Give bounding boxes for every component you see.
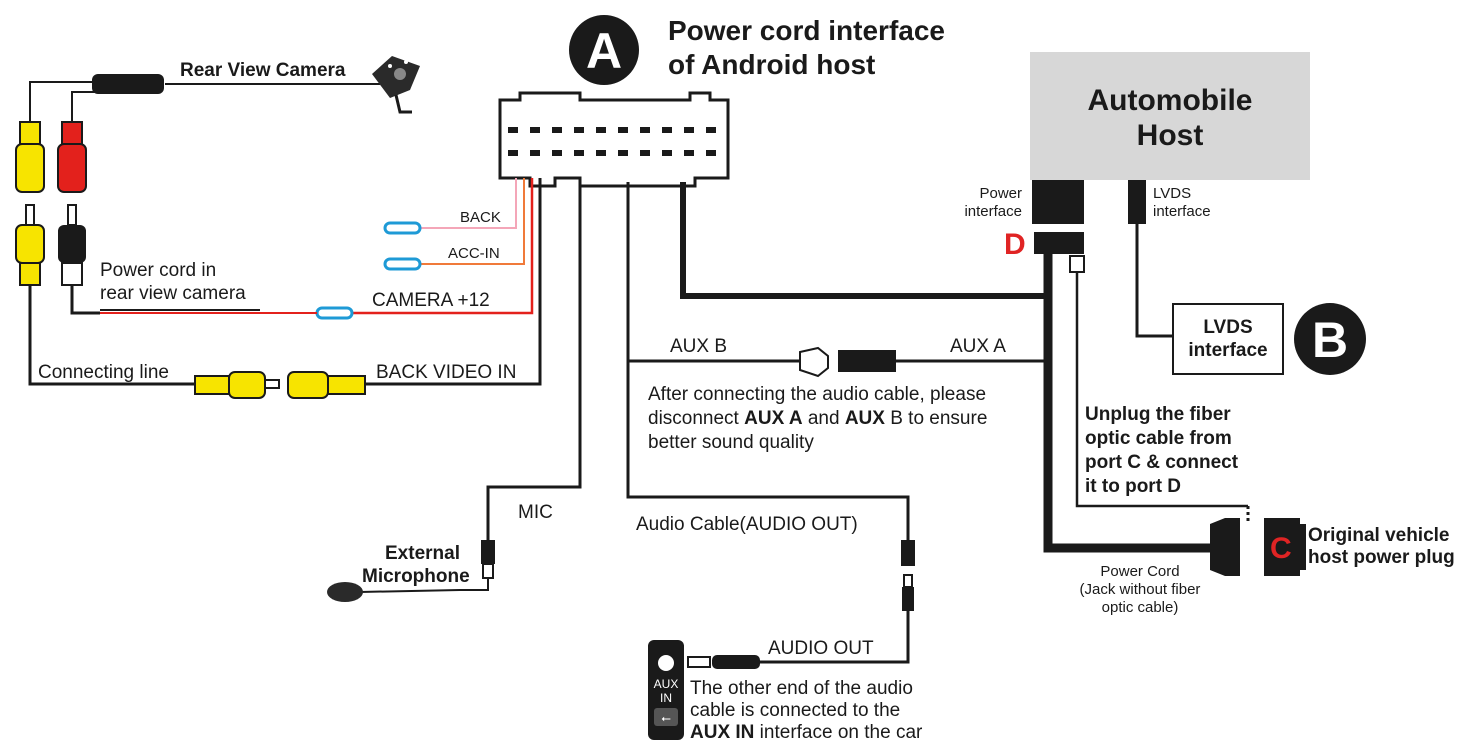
svg-text:B: B	[1312, 312, 1348, 368]
camera-cable-splitter	[92, 74, 164, 94]
power-interface-line-1: Power	[979, 185, 1022, 202]
original-power-plug	[1210, 518, 1306, 576]
host-side-cables	[1043, 224, 1248, 553]
svg-text:⭠: ⭠	[661, 711, 671, 725]
wire-label-connecting-line: Connecting line	[38, 362, 169, 383]
lvds-box	[1172, 303, 1284, 375]
camera-power-wires	[28, 285, 317, 386]
wire-label-acc-in: ACC-IN	[448, 245, 500, 262]
title-line-2: of Android host	[668, 49, 875, 80]
aux-in-port: AUX IN ⭠	[648, 640, 684, 740]
aux-in-note-line-2: cable is connected to the	[690, 700, 900, 721]
wire-label-audio-cable: Audio Cable(AUDIO OUT)	[636, 514, 858, 535]
aux-note-line-1: After connecting the audio cable, please	[648, 384, 986, 405]
host-lvds-port	[1128, 180, 1146, 224]
lvds-interface-line-2: interface	[1153, 203, 1211, 220]
port-c-marker: C	[1270, 532, 1292, 565]
title-line-1: Power cord interface	[668, 15, 945, 46]
badge-a: A	[569, 15, 639, 85]
power-cord-line-2: (Jack without fiber	[1080, 581, 1201, 598]
fiber-note-line-1: Unplug the fiber	[1085, 404, 1231, 425]
camera-cable	[29, 81, 380, 122]
wire-label-aux-a: AUX A	[950, 336, 1006, 357]
audio-jack-icon	[687, 540, 915, 669]
microphone-line-2: Microphone	[362, 566, 470, 587]
wire-label-mic: MIC	[518, 502, 553, 523]
aux-note-line-3: better sound quality	[648, 432, 814, 453]
rca-video-pair	[194, 371, 366, 399]
aux-in-note-line-1: The other end of the audio	[690, 678, 913, 699]
harness-wires-left	[350, 178, 1045, 540]
camera-label: Rear View Camera	[180, 60, 346, 81]
aux-connector	[799, 346, 1045, 378]
automobile-host-box	[1030, 52, 1310, 180]
microphone-line-1: External	[385, 543, 460, 564]
badge-b: B	[1294, 303, 1366, 375]
aux-in-note-line-3: AUX IN interface on the car	[690, 722, 923, 742]
port-d-plug	[1034, 232, 1084, 254]
rca-black-bottom	[58, 204, 86, 286]
wire-label-back-video-in: BACK VIDEO IN	[376, 362, 516, 383]
lvds-box-line-2: interface	[1188, 340, 1267, 361]
fiber-note-line-2: optic cable from	[1085, 428, 1232, 449]
power-cord-camera-line-2: rear view camera	[100, 283, 246, 304]
fiber-note-line-3: port C & connect	[1085, 452, 1239, 473]
fiber-socket	[1069, 255, 1085, 273]
blue-connectors	[315, 221, 422, 320]
svg-text:IN: IN	[660, 691, 672, 705]
power-cord-camera-line-1: Power cord in	[100, 260, 216, 281]
wire-label-audio-out: AUDIO OUT	[768, 638, 874, 659]
aux-note-line-2: disconnect AUX A and AUX B to ensure	[648, 408, 987, 429]
fiber-note-line-4: it to port D	[1085, 476, 1181, 497]
automobile-host-line-2: Host	[1137, 119, 1204, 152]
wire-label-aux-b: AUX B	[670, 336, 727, 357]
port-d-marker: D	[1004, 228, 1026, 261]
power-interface-line-2: interface	[964, 203, 1022, 220]
svg-text:AUX: AUX	[654, 677, 679, 691]
power-cord-line-1: Power Cord	[1100, 563, 1179, 580]
rear-view-camera-icon	[372, 56, 420, 114]
android-host-connector	[498, 91, 730, 188]
power-cord-line-3: optic cable)	[1102, 599, 1179, 616]
rca-red-top	[57, 121, 87, 193]
svg-text:A: A	[586, 23, 622, 79]
wire-label-camera-12: CAMERA +12	[372, 290, 490, 311]
rca-yellow-bottom	[15, 204, 45, 286]
microphone-icon	[327, 540, 495, 602]
original-plug-line-1: Original vehicle	[1308, 525, 1450, 546]
host-power-port	[1032, 180, 1084, 224]
automobile-host-line-1: Automobile	[1088, 84, 1253, 117]
wire-label-back: BACK	[460, 209, 501, 226]
lvds-interface-line-1: LVDS	[1153, 185, 1191, 202]
lvds-box-line-1: LVDS	[1203, 317, 1252, 338]
original-plug-line-2: host power plug	[1308, 547, 1455, 568]
rca-yellow-top	[15, 121, 45, 193]
